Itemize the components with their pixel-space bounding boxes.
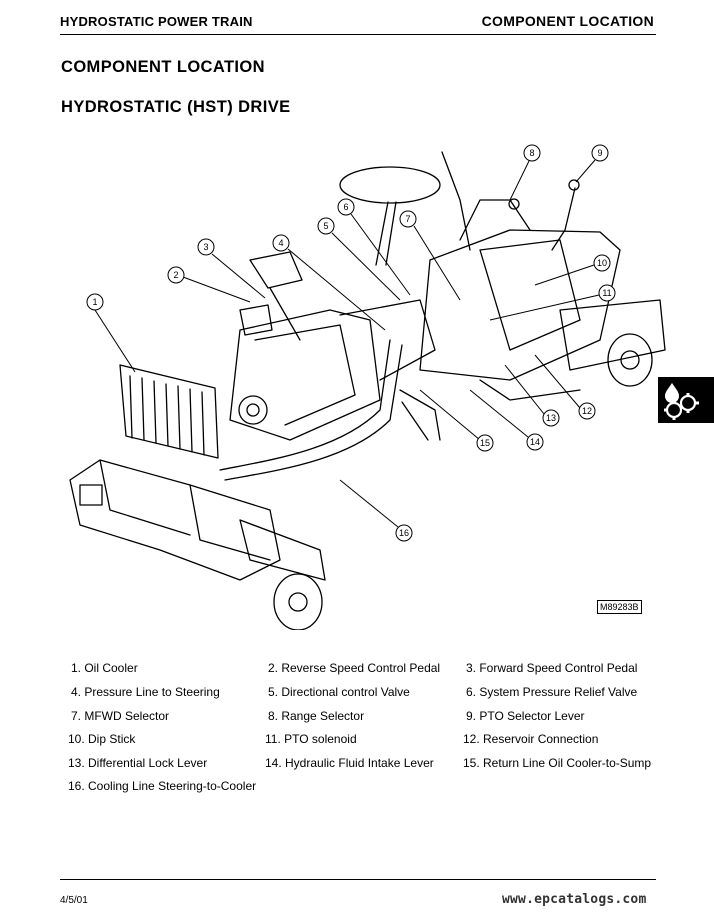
svg-text:7: 7 [405,214,410,224]
svg-text:14: 14 [530,437,540,447]
svg-text:4: 4 [278,238,283,248]
legend-item: 4. Pressure Line to Steering [71,685,220,699]
callout-3: 3 [197,238,266,299]
header-topic-title: COMPONENT LOCATION [481,13,654,29]
footer-watermark: www.epcatalogs.com [502,892,647,907]
page-title: COMPONENT LOCATION [61,58,265,76]
legend-item: 5. Directional control Valve [268,685,410,699]
page-subtitle: HYDROSTATIC (HST) DRIVE [61,98,291,116]
svg-text:3: 3 [203,242,208,252]
footer-date: 4/5/01 [60,895,88,906]
svg-text:16: 16 [399,528,409,538]
callout-12: 12 [534,354,596,420]
legend-item: 9. PTO Selector Lever [466,709,585,723]
section-tab [658,377,714,423]
callout-5: 5 [317,217,401,301]
svg-text:13: 13 [546,413,556,423]
legend-item: 12. Reservoir Connection [463,732,599,746]
tractor-drivetrain-illustration: 1 2 3 4 5 6 7 8 9 10 11 12 13 14 15 16 [69,144,666,630]
callout-14: 14 [469,389,544,451]
legend-item: 15. Return Line Oil Cooler-to-Sump [463,756,652,770]
svg-text:12: 12 [582,406,592,416]
callout-2: 2 [167,266,251,303]
svg-text:15: 15 [480,438,490,448]
svg-text:10: 10 [597,258,607,268]
callout-1: 1 [86,293,136,373]
steering-wheel-shape [339,166,441,204]
callout-16: 16 [339,479,413,542]
legend-item: 6. System Pressure Relief Valve [466,685,638,699]
legend-item: 8. Range Selector [268,709,365,723]
callout-6: 6 [337,198,411,296]
callout-15: 15 [419,389,494,452]
callout-4: 4 [272,234,386,331]
svg-text:5: 5 [323,221,328,231]
callout-13: 13 [504,364,560,427]
svg-text:8: 8 [529,148,534,158]
svg-text:1: 1 [92,297,97,307]
legend-item: 13. Differential Lock Lever [68,756,208,770]
svg-text:11: 11 [602,288,611,298]
legend-item: 11. PTO solenoid [265,732,357,746]
callout-8: 8 [509,144,541,201]
legend-item: 3. Forward Speed Control Pedal [466,661,638,675]
legend-item: 2. Reverse Speed Control Pedal [268,661,441,675]
figure-id-label: M89283B [597,600,642,614]
legend-item: 14. Hydraulic Fluid Intake Lever [265,756,434,770]
legend-item: 16. Cooling Line Steering-to-Cooler [68,779,257,793]
header-divider [60,34,656,35]
svg-text:6: 6 [343,202,348,212]
svg-text:2: 2 [173,270,178,280]
callout-10: 10 [534,254,611,286]
legend-item: 10. Dip Stick [68,732,136,746]
header-section-title: HYDROSTATIC POWER TRAIN [60,14,253,29]
legend-item: 1. Oil Cooler [71,661,138,675]
callout-11: 11 [489,284,616,321]
legend-item: 7. MFWD Selector [71,709,170,723]
footer-divider [60,879,656,880]
callout-7: 7 [399,210,461,301]
gears-oil-drop-icon [664,383,699,420]
svg-text:9: 9 [597,148,602,158]
callout-9: 9 [575,144,609,183]
